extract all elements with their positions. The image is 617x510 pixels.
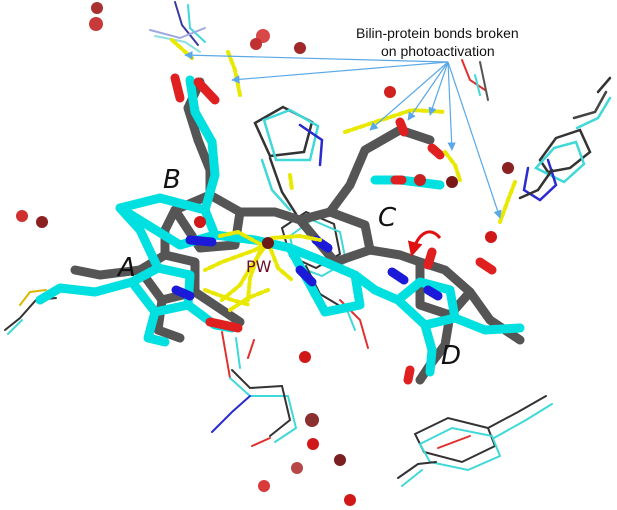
annotation-line-1: Bilin-protein bonds broken [356,25,519,41]
pointer-arrow [407,61,449,121]
pointer-arrow [369,61,449,131]
water-molecule [258,480,270,492]
ring-d-rotation-arrow [407,230,442,257]
protein-residue-right-top [518,76,612,202]
water-molecule [414,174,426,186]
pointer-arrow [447,61,502,219]
water-molecule [502,162,514,174]
water-molecule [446,176,458,188]
bilin-nitrogen-atoms [171,235,443,301]
pyrrole-water-label: PW [246,257,272,276]
water-molecules [16,2,514,506]
protein-residue-top-left [149,1,206,53]
water-molecule [291,462,303,474]
water-molecule [294,42,306,54]
annotation-pointer-arrows [184,51,502,219]
protein-residue-top-right [461,59,489,101]
water-molecule [299,351,311,363]
protein-residue-top-center [253,105,324,216]
water-molecule [334,454,346,466]
water-molecule [305,413,319,427]
bilin-dark-state [70,77,525,385]
water-molecule [262,237,274,249]
water-molecule [307,438,319,450]
water-molecule [194,216,206,228]
pointer-arrow [184,51,449,63]
water-molecule [16,210,28,222]
pointer-arrow [447,61,456,151]
pointer-arrow [428,61,449,116]
ring-label-a: A [116,253,136,283]
water-molecule [384,86,396,98]
water-molecule [485,231,497,243]
ring-label-c: C [378,203,397,233]
pointer-arrow [231,61,449,84]
annotation-line-2: on photoactivation [381,43,495,59]
water-molecule [344,494,356,506]
water-molecule [36,216,48,228]
protein-residue-bottom-center [211,331,298,447]
bilin-oxygen-atoms [170,73,497,385]
ring-label-d: D [441,341,461,371]
water-molecule [250,38,262,50]
protein-residue-bottom-right [397,395,553,487]
water-molecule [89,17,103,31]
bilin-active-state [35,75,525,377]
water-molecule [91,2,103,14]
ring-label-b: B [163,165,181,195]
